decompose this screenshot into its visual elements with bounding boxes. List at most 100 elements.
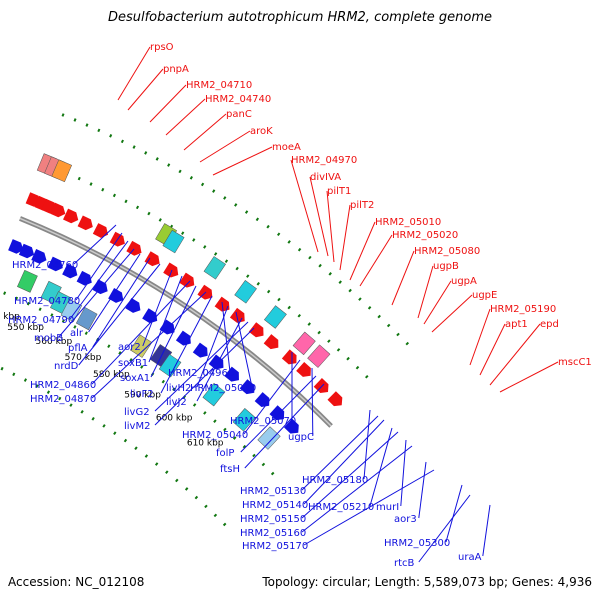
forward-gene-arrow-18-shape [281, 349, 297, 365]
forward-label-2: pnpA [163, 64, 189, 75]
forward-gene-arrow-21 [327, 391, 343, 407]
forward-gene-arrow-10 [144, 251, 160, 267]
reverse-gene-arrow-11 [159, 319, 175, 335]
forward-leader-6 [199, 130, 251, 163]
reverse-gene-arrow-17 [254, 392, 270, 408]
forward-gene-arrow-16 [248, 322, 264, 338]
forward-gene-arrow-12 [179, 272, 195, 288]
reverse-label-21: HRM2_05040 [182, 430, 248, 441]
reverse-label-5: alr [70, 328, 84, 339]
forward-gene-arrow-13 [197, 284, 213, 300]
reverse-leader-21 [243, 359, 301, 435]
kbp-marker-8: 610 kbp [187, 439, 224, 449]
kbp-marker-1: 540 kbp [0, 312, 20, 322]
reverse-leader-10 [91, 280, 191, 385]
feature-block-19 [202, 382, 226, 407]
forward-leader-19 [479, 323, 506, 376]
forward-label-15: ugpB [433, 261, 459, 272]
reverse-label-32: aor3 [394, 514, 417, 525]
reverse-leader-14 [221, 301, 231, 373]
forward-label-20: epd [540, 319, 559, 330]
reverse-leader-11 [150, 285, 197, 378]
forward-gene-arrow-20 [313, 378, 329, 393]
reverse-label-19: livM2 [124, 421, 150, 432]
forward-gene-arrow-5-shape [63, 208, 79, 224]
forward-gene-arrow-19-shape [296, 361, 311, 377]
forward-label-18: HRM2_05190 [490, 304, 556, 315]
forward-gene-arrow-21-shape [327, 391, 343, 407]
reverse-gene-arrow-11-shape [159, 319, 175, 335]
forward-label-1: rpsO [150, 42, 174, 53]
feature-block-8-shape [263, 305, 287, 329]
reverse-gene-arrow-5 [62, 263, 78, 279]
forward-gene-arrow-9-shape [126, 240, 142, 256]
forward-leader-2 [127, 68, 164, 111]
reverse-leader-24 [244, 383, 325, 469]
forward-gene-arrow-11-shape [163, 262, 179, 278]
forward-leader-20 [489, 323, 541, 386]
reverse-label-20: HRM2_05070 [230, 416, 296, 427]
reverse-gene-arrow-15-shape [224, 366, 239, 382]
feature-block-18 [158, 353, 182, 378]
forward-label-16: ugpA [451, 276, 477, 287]
accession-text: Accession: NC_012108 [8, 575, 145, 589]
reverse-leader-4 [58, 248, 135, 338]
feature-block-6-shape [203, 256, 226, 280]
reverse-label-17: livJ2 [166, 397, 187, 408]
forward-label-11: pilT2 [350, 200, 374, 211]
feature-block-6 [203, 256, 226, 280]
forward-gene-arrow-16-shape [248, 322, 264, 338]
reverse-leader-7 [78, 263, 161, 366]
forward-gene-arrow-5 [63, 208, 79, 224]
reverse-leader-22 [311, 367, 314, 437]
reverse-gene-arrow-8 [108, 288, 124, 303]
feature-block-10-shape [307, 344, 331, 368]
reverse-gene-arrow-13 [192, 342, 208, 358]
reverse-leader-13 [160, 295, 213, 394]
reverse-label-2: HRM2_04780 [14, 296, 80, 307]
reverse-leader-8 [142, 269, 173, 347]
reverse-gene-arrow-1-shape [8, 239, 24, 254]
forward-gene-arrow-7-shape [92, 223, 109, 238]
reverse-leader-32 [418, 461, 427, 519]
reverse-leader-25 [363, 409, 371, 480]
forward-gene-arrow-17 [263, 334, 279, 350]
reverse-label-9: soxB1 [118, 358, 148, 369]
reverse-gene-arrow-2 [18, 243, 35, 259]
forward-label-3: HRM2_04710 [186, 80, 252, 91]
kbp-marker-7: 600 kbp [156, 414, 193, 424]
reverse-leader-9 [148, 275, 183, 363]
forward-gene-arrow-14 [214, 296, 230, 312]
feature-block-7-shape [234, 280, 257, 304]
reverse-gene-arrow-13-shape [192, 342, 208, 358]
reverse-leader-5 [88, 253, 141, 333]
kbp-marker-4: 570 kbp [65, 353, 102, 363]
feature-block-3 [51, 159, 73, 183]
forward-leader-10 [326, 190, 335, 263]
reverse-gene-arrow-4-shape [47, 256, 63, 272]
reverse-gene-arrow-12 [175, 330, 191, 346]
forward-gene-arrow-4-shape [50, 202, 66, 218]
reverse-gene-arrow-12-shape [175, 330, 191, 346]
map-title: Desulfobacterium autotrophicum HRM2, com… [107, 10, 493, 25]
reverse-label-18: livG2 [124, 407, 150, 418]
forward-gene-arrow-4 [50, 202, 66, 218]
feature-block-20-shape [232, 408, 256, 432]
reverse-label-31: HRM2_05160 [240, 528, 306, 539]
reverse-label-34: HRM2_05300 [384, 538, 450, 549]
forward-label-13: HRM2_05020 [392, 230, 458, 241]
feature-block-21-shape [257, 426, 281, 450]
feature-block-18-shape [158, 353, 182, 378]
reverse-leader-17 [196, 317, 243, 402]
reverse-label-26: HRM2_05130 [240, 486, 306, 497]
forward-gene-arrow-6-shape [77, 215, 93, 231]
feature-block-11-shape [17, 269, 38, 293]
feature-block-9-shape [292, 331, 316, 356]
reverse-label-10: HRM2_04860 [30, 380, 96, 391]
forward-label-7: moeA [272, 142, 301, 153]
reverse-label-35: rtcB [394, 558, 415, 569]
reverse-leader-6 [92, 257, 151, 348]
reverse-gene-arrow-2-shape [18, 243, 35, 259]
reverse-gene-arrow-18-shape [269, 405, 285, 421]
feature-block-21 [257, 426, 281, 450]
